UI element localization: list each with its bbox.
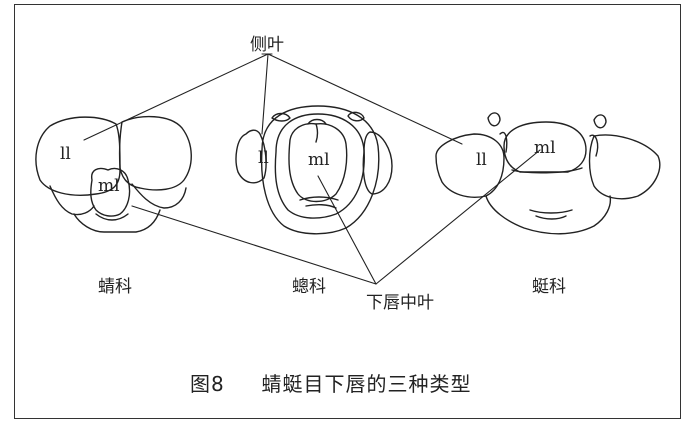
right-median-lobe <box>503 121 587 173</box>
left-base <box>73 209 161 233</box>
pointer-lines <box>83 53 541 285</box>
right-ml-label: ml <box>534 138 556 158</box>
right-hook-l <box>487 112 501 127</box>
left-prementum-r <box>131 183 187 209</box>
aeshnidae-labium <box>435 112 661 235</box>
family-middle-label: 蟌科 <box>292 277 326 297</box>
right-lateral-r <box>588 134 661 200</box>
mid-lower-fold <box>299 196 339 201</box>
right-ll-label: ll <box>476 150 487 170</box>
right-base-fold <box>529 209 573 214</box>
right-palp-r <box>589 134 599 157</box>
mid-cleft-tip <box>307 118 327 125</box>
family-left-label: 蜻科 <box>98 277 132 297</box>
left-base-line <box>95 213 129 221</box>
mid-hook-l <box>271 112 291 122</box>
figure-caption: 图8 蜻蜓目下唇的三种类型 <box>190 368 471 397</box>
right-base-fold2 <box>535 215 567 220</box>
right-prementum <box>485 195 612 235</box>
figure-number: 图8 <box>190 372 225 396</box>
mid-lateral-l <box>235 129 267 184</box>
mid-lower-fold2 <box>305 203 337 209</box>
left-ml-label: ml <box>98 176 120 196</box>
figure-frame <box>14 4 681 419</box>
mid-median-lobe <box>288 122 348 203</box>
mid-outer <box>260 105 380 235</box>
libellulidae-labium <box>35 115 192 233</box>
left-ll-label: ll <box>60 144 71 164</box>
mid-hook-r <box>347 111 365 122</box>
right-hook-r <box>593 114 607 129</box>
mid-inner-ring <box>274 113 365 219</box>
figure-title: 蜻蜓目下唇的三种类型 <box>261 372 472 396</box>
family-right-label: 蜓科 <box>532 277 566 297</box>
lateral-lobe-label: 侧叶 <box>250 35 284 55</box>
left-median-lobe <box>90 167 131 217</box>
mid-lateral-r <box>362 131 393 195</box>
left-prementum-l <box>49 185 95 216</box>
left-lateral-lobe-r <box>118 115 192 191</box>
median-lobe-label: 下唇中叶 <box>366 293 434 313</box>
coenagrionidae-labium <box>235 105 393 235</box>
right-palp-l <box>499 131 508 153</box>
right-median-base <box>511 167 583 174</box>
right-lateral-l <box>435 133 505 198</box>
middle-ml-label: ml <box>308 150 330 170</box>
mid-cleft <box>315 123 319 143</box>
middle-ll-label: ll <box>258 148 269 168</box>
